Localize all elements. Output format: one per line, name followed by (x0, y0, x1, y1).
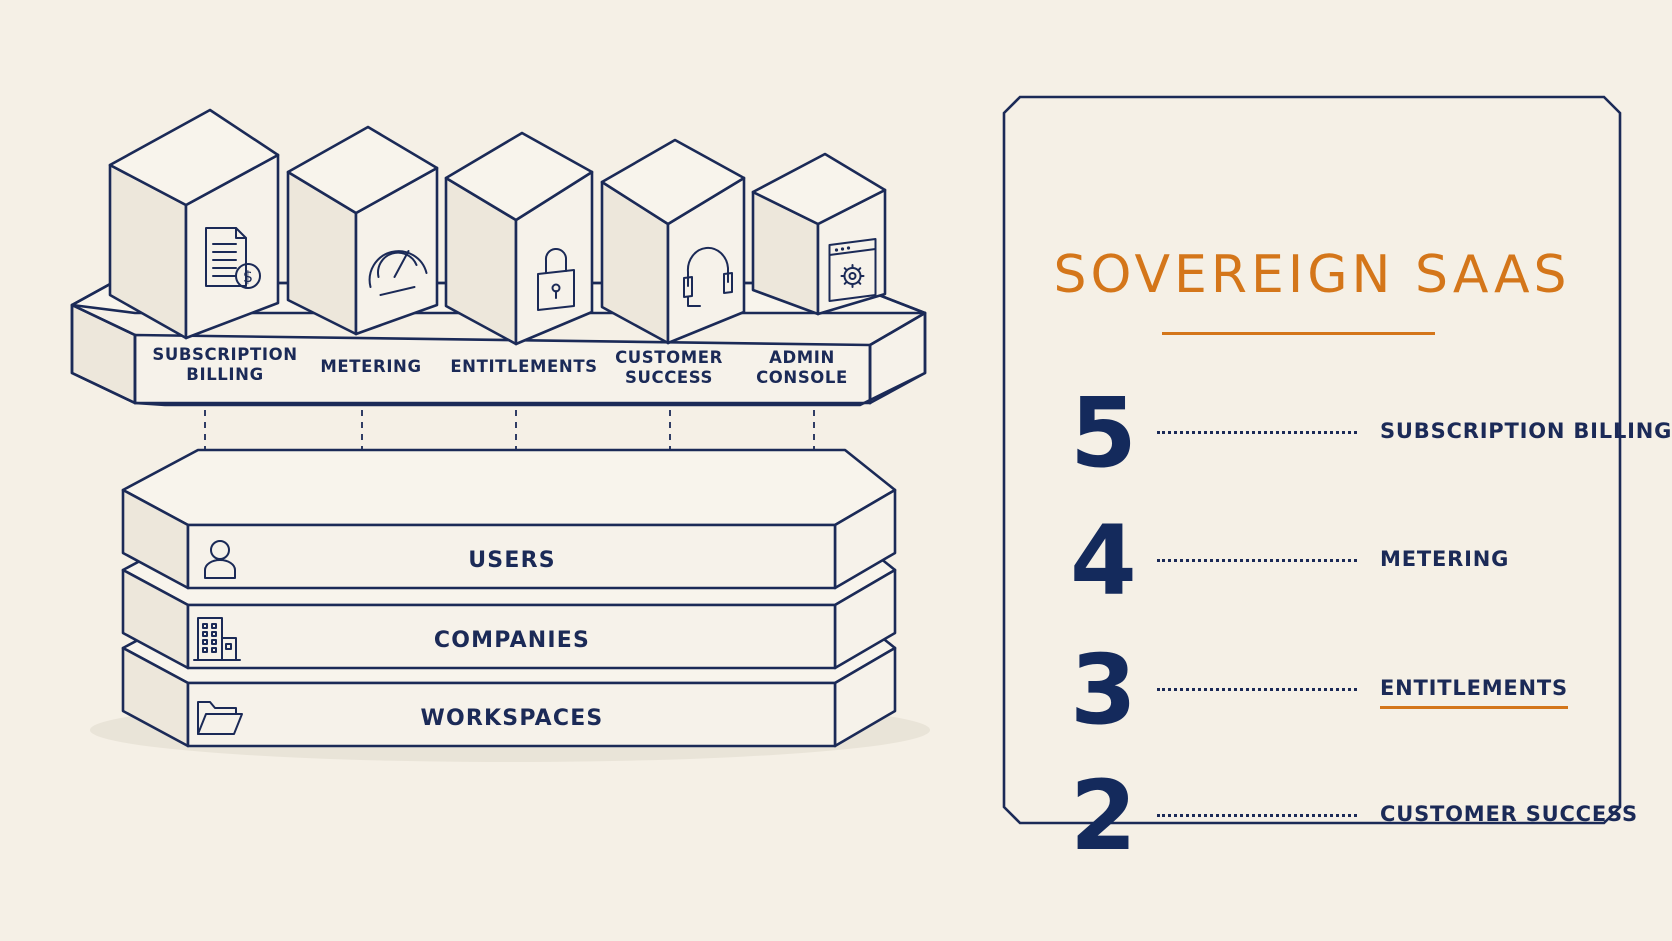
dotted-leader (1157, 431, 1357, 434)
dotted-leader (1157, 559, 1357, 562)
rank-label-highlighted: ENTITLEMENTS (1380, 676, 1568, 709)
title-underline (1162, 332, 1435, 335)
rank-label: SUBSCRIPTION BILLING (1380, 419, 1672, 443)
browser-gear-icon (828, 238, 877, 302)
headset-icon (683, 246, 733, 307)
building-icon (193, 617, 241, 661)
module-label: ADMIN (769, 348, 835, 367)
ranking-row: 3 ENTITLEMENTS (1002, 642, 1622, 752)
rank-number: 5 (1070, 377, 1137, 489)
ranking-row: 2 CUSTOMER SUCCESS (1002, 760, 1637, 878)
invoice-dollar-icon: $ (205, 227, 261, 289)
module-cube: $ (108, 108, 280, 340)
module-cube (600, 138, 746, 345)
module-cube (751, 152, 887, 316)
module-cube (444, 131, 594, 346)
dotted-leader (1157, 814, 1357, 817)
user-icon (204, 540, 236, 579)
panel-title: SOVEREIGN SAAS (1053, 245, 1571, 305)
padlock-icon (537, 248, 575, 311)
module-label: SUCCESS (625, 368, 713, 387)
layer-label: WORKSPACES (421, 706, 604, 731)
rank-label: METERING (1380, 547, 1510, 571)
module-label: METERING (320, 357, 421, 376)
layer-slab: USERS (121, 448, 897, 590)
ranking-panel: SOVEREIGN SAAS 5 SUBSCRIPTION BILLING 4 … (1002, 95, 1671, 864)
panel-frame (1002, 95, 1622, 825)
module-label: CONSOLE (756, 368, 848, 387)
module-label: SUBSCRIPTION (152, 345, 297, 364)
ranking-row: 5 SUBSCRIPTION BILLING (1002, 377, 1671, 495)
module-label: BILLING (186, 365, 263, 384)
module-cube (286, 125, 439, 336)
dotted-leader (1157, 688, 1357, 691)
module-label: CUSTOMER (615, 348, 723, 367)
rank-number: 3 (1070, 634, 1137, 746)
rank-number: 2 (1070, 760, 1137, 872)
dollar-glyph: $ (243, 267, 253, 286)
layer-label: USERS (468, 548, 556, 573)
gauge-icon (368, 250, 428, 296)
rank-number: 4 (1070, 505, 1137, 617)
module-label: ENTITLEMENTS (450, 357, 597, 376)
folder-icon (197, 701, 243, 735)
layer-label: COMPANIES (434, 628, 590, 653)
ranking-row: 4 METERING (1002, 513, 1622, 623)
rank-label: CUSTOMER SUCCESS (1380, 802, 1638, 826)
